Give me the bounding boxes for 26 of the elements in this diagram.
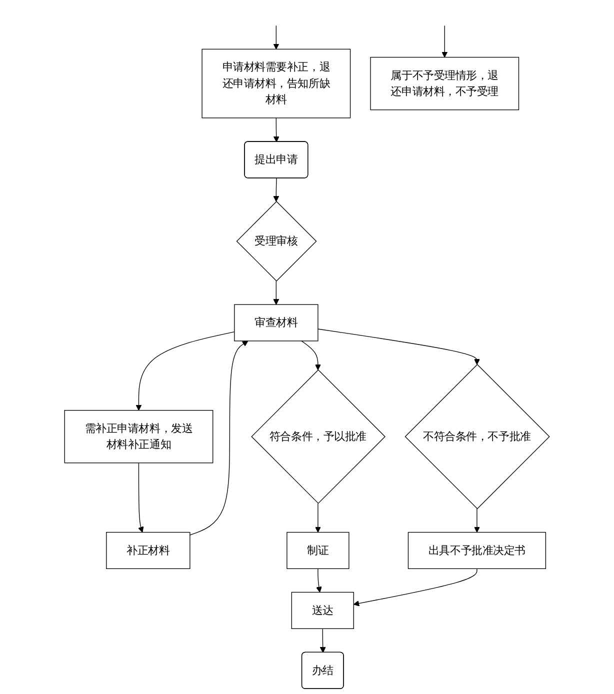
arrow	[138, 462, 144, 533]
node-box: 补正材料	[106, 532, 190, 570]
arrow	[273, 118, 280, 142]
arrow	[318, 328, 480, 365]
arrow	[273, 280, 280, 305]
arrow	[190, 340, 248, 536]
arrow	[442, 25, 448, 58]
node-box: 审查材料	[234, 304, 318, 342]
node-box: 制证	[286, 532, 350, 570]
node-box: 属于不予受理情形，退还申请材料，不予受理	[370, 56, 520, 110]
node-box: 需补正申请材料，发送材料补正通知	[64, 410, 214, 464]
node-diamond: 符合条件，予以批准	[251, 369, 386, 504]
node-box: 申请材料需要补正，退还申请材料，告知所缺材料	[202, 48, 351, 118]
arrow	[474, 508, 480, 533]
arrow	[136, 332, 235, 411]
node-diamond: 不符合条件，不予批准	[404, 364, 550, 510]
arrow	[320, 628, 326, 653]
arrow	[316, 568, 322, 593]
arrow	[314, 502, 321, 533]
node-diamond: 受理审核	[236, 200, 317, 282]
arrow	[273, 25, 280, 50]
node-box: 出具不予批准决定书	[408, 532, 546, 570]
arrow	[353, 568, 478, 606]
node-box: 送达	[291, 592, 354, 629]
arrow	[273, 178, 280, 202]
arrow	[301, 340, 321, 370]
